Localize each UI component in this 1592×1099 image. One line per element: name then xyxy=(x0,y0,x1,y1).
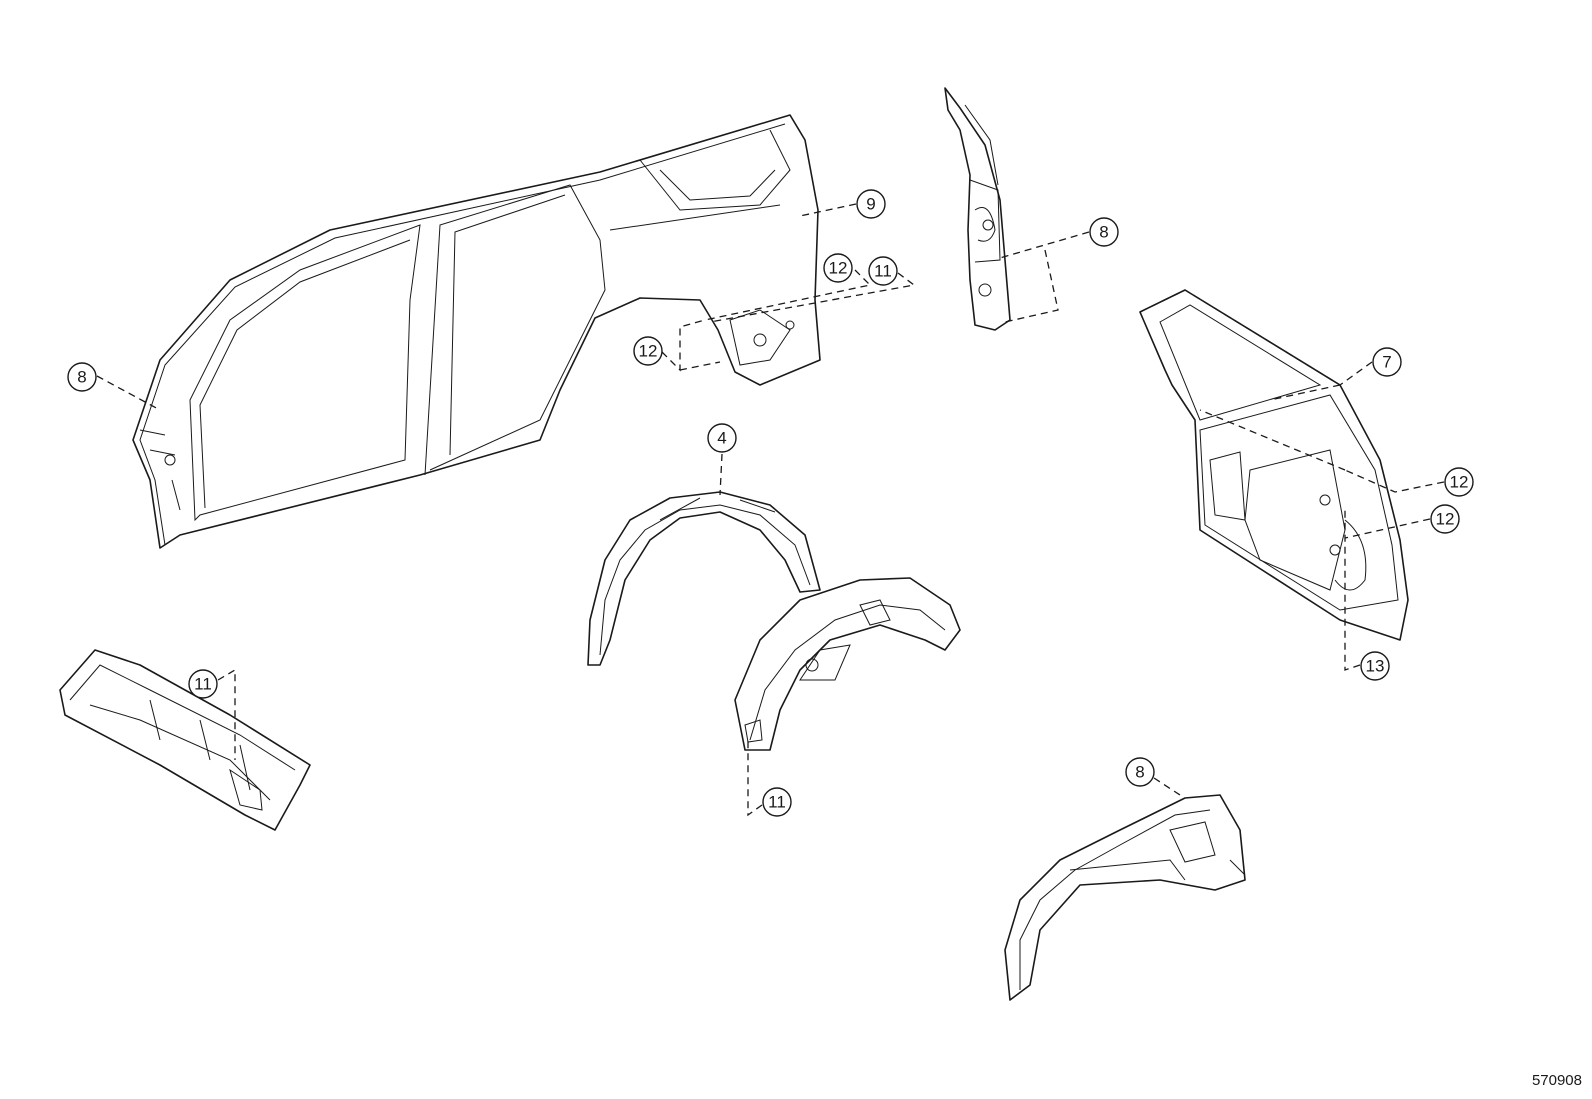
svg-text:8: 8 xyxy=(1099,223,1108,242)
wheelhouse-inner xyxy=(587,491,821,666)
quarter-wheelhouse-extension xyxy=(1004,794,1246,1001)
callout-12-right-a: 12 xyxy=(1444,467,1474,497)
leader-12-right-a xyxy=(1199,409,1445,493)
leader-11-wheelhouse xyxy=(747,740,763,817)
leader-9 xyxy=(799,203,857,217)
leader-12-right-b xyxy=(1344,518,1431,539)
svg-text:12: 12 xyxy=(1450,473,1469,492)
leader-lines xyxy=(96,203,1445,817)
callout-11-top: 11 xyxy=(868,256,898,286)
leader-4 xyxy=(719,453,723,496)
leader-7 xyxy=(1139,289,1373,401)
svg-text:12: 12 xyxy=(639,342,658,361)
svg-text:11: 11 xyxy=(874,262,892,281)
leader-12-top xyxy=(704,269,872,321)
svg-text:4: 4 xyxy=(717,429,726,448)
center-pillar xyxy=(944,87,1011,331)
callout-8-pillar: 8 xyxy=(1089,217,1119,247)
leader-8-left xyxy=(96,375,161,411)
svg-text:13: 13 xyxy=(1366,657,1385,676)
svg-text:11: 11 xyxy=(194,675,212,694)
callout-9: 9 xyxy=(856,189,886,219)
svg-text:11: 11 xyxy=(768,793,786,812)
wheelhouse-outer xyxy=(734,577,961,751)
body-side-outer-panel xyxy=(132,114,821,549)
svg-text:7: 7 xyxy=(1382,353,1391,372)
callout-12-right-b: 12 xyxy=(1430,504,1460,534)
callout-12-top: 12 xyxy=(823,253,853,283)
svg-text:8: 8 xyxy=(77,368,86,387)
callout-8-bottom: 8 xyxy=(1125,757,1155,787)
leader-12-left xyxy=(661,319,721,372)
cowl-panel xyxy=(59,649,311,831)
callout-12-left: 12 xyxy=(633,336,663,366)
svg-text:8: 8 xyxy=(1135,763,1144,782)
svg-text:9: 9 xyxy=(866,195,875,214)
back-door-inner-panel xyxy=(1139,289,1409,641)
callout-11-wheelhouse: 11 xyxy=(762,787,792,817)
svg-text:12: 12 xyxy=(829,259,848,278)
callout-11-cowl: 11 xyxy=(188,669,218,699)
diagram-id: 570908 xyxy=(1531,1072,1582,1089)
callout-4: 4 xyxy=(707,423,737,453)
leader-8-pillar xyxy=(999,231,1090,323)
callout-7: 7 xyxy=(1372,347,1402,377)
callout-8-left: 8 xyxy=(67,362,97,392)
leader-8-bottom xyxy=(1153,777,1181,796)
leader-11-cowl xyxy=(217,668,236,760)
callout-13: 13 xyxy=(1360,651,1390,681)
leader-13 xyxy=(1344,510,1361,671)
svg-text:12: 12 xyxy=(1436,510,1455,529)
leader-11-top xyxy=(709,272,916,323)
